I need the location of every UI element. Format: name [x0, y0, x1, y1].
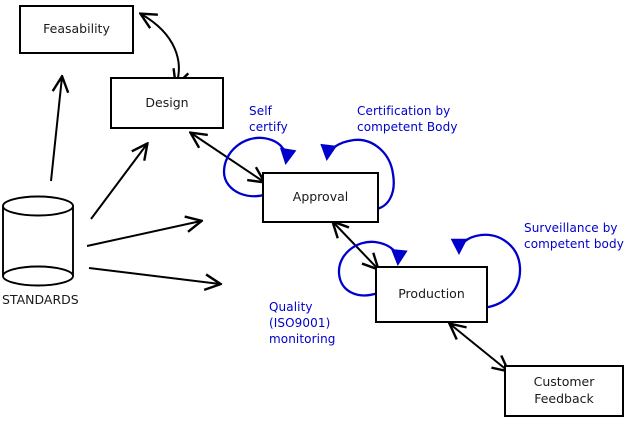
node-approval-label: Approval — [292, 189, 349, 205]
annotation-quality-iso9001-monitoring: Quality (ISO9001) monitoring — [269, 300, 336, 346]
node-design[interactable]: Design — [110, 77, 224, 129]
node-feasability-label: Feasability — [43, 21, 110, 37]
connector-design-to-feasability — [141, 14, 179, 85]
annotation-surveillance-by-competent-body: Surveillance by competent body — [524, 221, 624, 251]
self-loop-production-surveillance — [450, 233, 522, 310]
self-loop-approval-certification — [320, 138, 395, 212]
connector-standards-to-production — [88, 267, 220, 284]
self-loop-production-quality — [337, 240, 408, 297]
connector-production-to-customer-feedback — [450, 324, 508, 371]
node-production[interactable]: Production — [375, 266, 488, 323]
annotation-certification-by-competent-body: Certification by competent Body — [357, 104, 458, 134]
annotation-self-certify: Self certify — [249, 104, 288, 134]
standards-datastore-shape — [2, 195, 74, 287]
connector-standards-to-feasability — [50, 77, 62, 182]
node-production-label: Production — [398, 286, 465, 302]
node-customer-feedback[interactable]: Customer Feedback — [504, 365, 624, 417]
node-design-label: Design — [145, 94, 189, 110]
self-loop-approval-self-certify — [222, 136, 297, 198]
node-feasability[interactable]: Feasability — [19, 5, 134, 54]
connector-standards-to-design — [90, 144, 147, 220]
node-approval[interactable]: Approval — [262, 172, 379, 223]
node-standards-label: STANDARDS — [2, 292, 79, 307]
node-customer-feedback-label: Customer Feedback — [533, 374, 595, 406]
connector-standards-to-approval — [86, 221, 201, 247]
